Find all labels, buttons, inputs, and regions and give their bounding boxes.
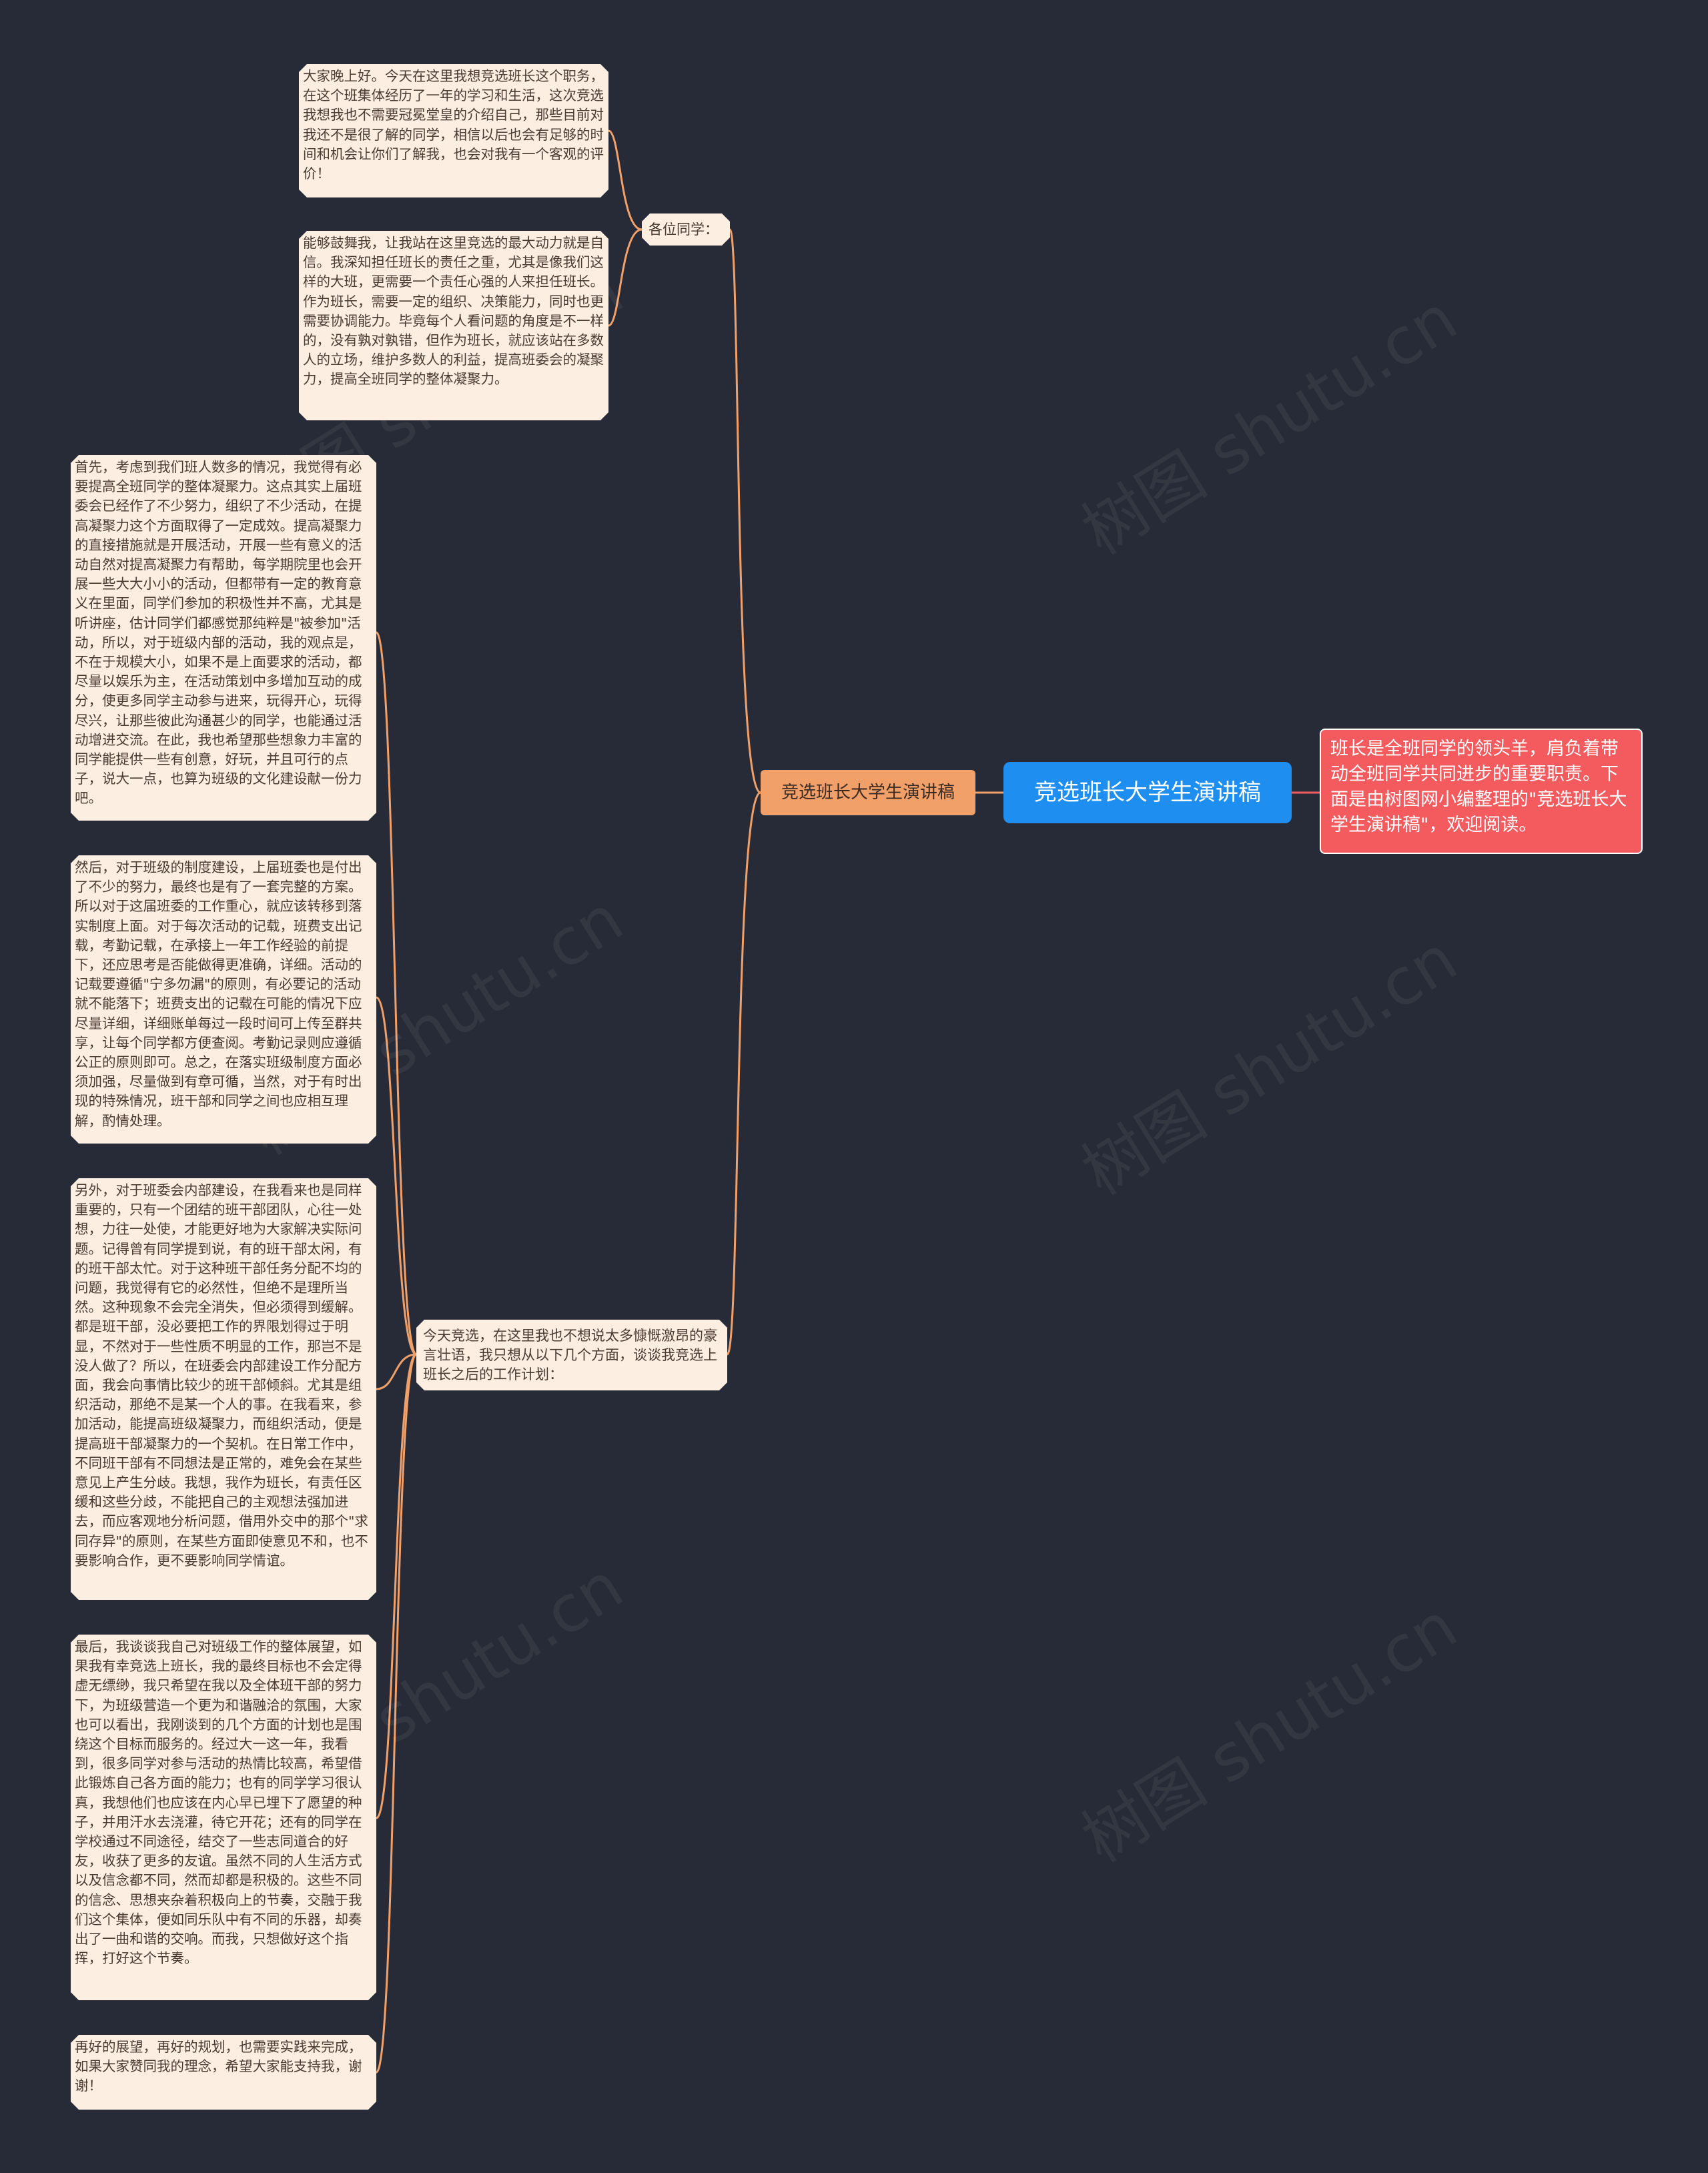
leaf-text: 大家晚上好。今天在这里我想竞选班长这个职务，在这个班集体经历了一年的学习和生活，… [303, 68, 604, 182]
link-group2-leaf4 [375, 1353, 417, 1819]
group1-leaf-confidence[interactable]: 能够鼓舞我，让我站在这里竞选的最大动力就是自信。我深知担任班长的责任之重，尤其是… [299, 231, 608, 420]
link-group2-leaf3 [376, 1353, 417, 1390]
leaf-text: 能够鼓舞我，让我站在这里竞选的最大动力就是自信。我深知担任班长的责任之重，尤其是… [303, 235, 604, 388]
group1-node[interactable]: 各位同学： [642, 213, 730, 246]
group1-leaf-greeting[interactable]: 大家晚上好。今天在这里我想竞选班长这个职务，在这个班集体经历了一年的学习和生活，… [299, 64, 608, 197]
link-group1-leaf1 [608, 129, 643, 231]
leaf-text: 首先，考虑到我们班人数多的情况，我觉得有必要提高全班同学的整体凝聚力。这点其实上… [75, 459, 362, 807]
root-label: 竞选班长大学生演讲稿 [1034, 779, 1261, 806]
group1-label: 各位同学： [649, 222, 719, 238]
leaf-text: 最后，我谈谈我自己对班级工作的整体展望，如果我有幸竞选上班长，我的最终目标也不会… [75, 1639, 362, 1967]
group2-leaf-cohesion[interactable]: 首先，考虑到我们班人数多的情况，我觉得有必要提高全班同学的整体凝聚力。这点其实上… [71, 455, 376, 821]
link-branch-group1 [729, 228, 761, 794]
group2-leaf-closing[interactable]: 再好的展望，再好的规划，也需要实践来完成，如果大家赞同我的理念，希望大家能支持我… [71, 2035, 376, 2110]
leaf-text: 再好的展望，再好的规划，也需要实践来完成，如果大家赞同我的理念，希望大家能支持我… [75, 2039, 362, 2094]
summary-node[interactable]: 班长是全班同学的领头羊，肩负着带动全班同学共同进步的重要职责。下面是由树图网小编… [1320, 729, 1643, 854]
link-group1-leaf2 [608, 228, 643, 327]
link-branch-group2 [726, 791, 761, 1356]
group2-leaf-outlook[interactable]: 最后，我谈谈我自己对班级工作的整体展望，如果我有幸竞选上班长，我的最终目标也不会… [71, 1635, 376, 2000]
branch-label: 竞选班长大学生演讲稿 [781, 783, 955, 803]
link-group2-leaf5 [375, 1353, 418, 2074]
link-group2-leaf1 [375, 631, 418, 1356]
group2-leaf-committee[interactable]: 另外，对于班委会内部建设，在我看来也是同样重要的，只有一个团结的班干部团队，心往… [71, 1178, 376, 1600]
group2-leaf-rules[interactable]: 然后，对于班级的制度建设，上届班委也是付出了不少的努力，最终也是有了一套完整的方… [71, 855, 376, 1144]
group2-label: 今天竞选，在这里我也不想说太多慷慨激昂的豪言壮语，我只想从以下几个方面，谈谈我竞… [423, 1327, 717, 1382]
leaf-text: 另外，对于班委会内部建设，在我看来也是同样重要的，只有一个团结的班干部团队，心往… [75, 1182, 368, 1569]
branch-node[interactable]: 竞选班长大学生演讲稿 [761, 770, 975, 815]
group2-node[interactable]: 今天竞选，在这里我也不想说太多慷慨激昂的豪言壮语，我只想从以下几个方面，谈谈我竞… [416, 1320, 727, 1390]
leaf-text: 然后，对于班级的制度建设，上届班委也是付出了不少的努力，最终也是有了一套完整的方… [75, 859, 362, 1129]
summary-text: 班长是全班同学的领头羊，肩负着带动全班同学共同进步的重要职责。下面是由树图网小编… [1330, 739, 1627, 835]
root-node[interactable]: 竞选班长大学生演讲稿 [1003, 762, 1292, 823]
link-group2-leaf2 [376, 996, 417, 1356]
